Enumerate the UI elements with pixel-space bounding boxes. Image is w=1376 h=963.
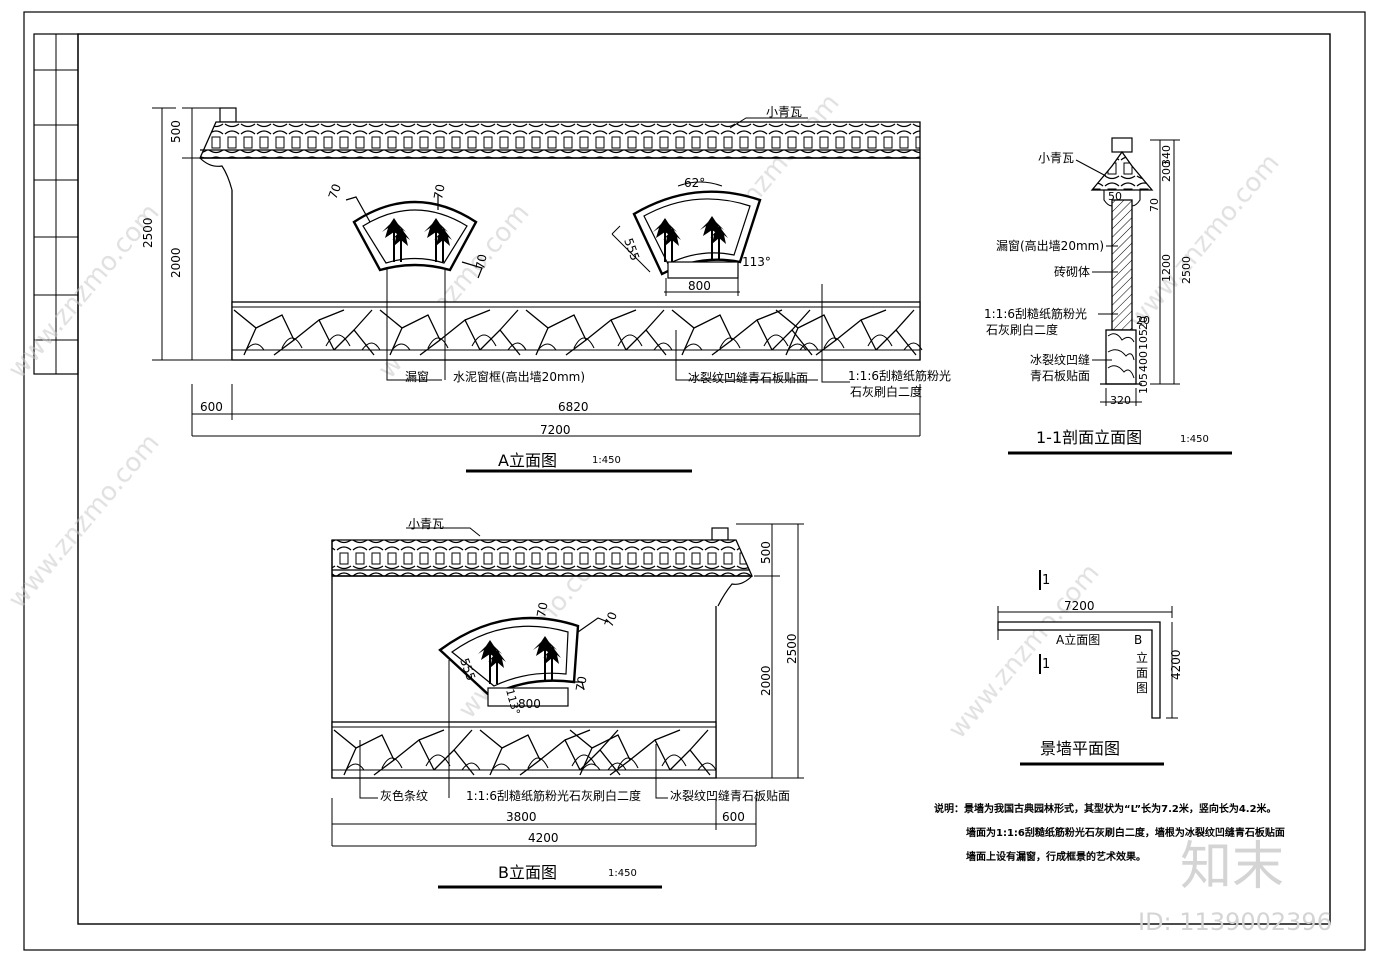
a-base-band — [231, 301, 921, 361]
plan-view: 1 1 7200 4200 A立面图 B 立 面 图 景墙平面图 — [997, 570, 1183, 766]
sec-dim-340: 340 — [1160, 145, 1173, 166]
watermark-text-5: www.znzmo.com — [2, 428, 165, 614]
b-dim-4200: 4200 — [528, 831, 559, 845]
sec-label-ice-1: 冰裂纹凹缝 — [1030, 352, 1090, 367]
sec-dim-105b: 105 — [1137, 373, 1150, 394]
b-win-dim-70b: 70 — [602, 610, 620, 629]
b-dim-3800: 3800 — [506, 810, 537, 824]
sec-dim-50: 50 — [1108, 190, 1122, 203]
a-win2-angle-62: 62° — [684, 176, 705, 190]
a-label-ice-crack: 冰裂纹凹缝青石板贴面 — [688, 370, 808, 385]
sec-label-tile: 小青瓦 — [1038, 151, 1074, 165]
sec-label-lou-chuang: 漏窗(高出墙20mm) — [996, 238, 1104, 253]
a-dim-2500: 2500 — [141, 217, 155, 248]
a-window-1 — [345, 195, 483, 279]
sec-dim-200: 200 — [1160, 161, 1173, 182]
a-win2-dim-800: 800 — [688, 279, 711, 293]
a-win1-dim-70c: 70 — [473, 253, 489, 270]
sec-dim-400: 400 — [1137, 351, 1150, 372]
sec-dim-20a: 20 — [1137, 316, 1150, 330]
plan-dim-7200: 7200 — [1064, 599, 1095, 613]
a-label-lou-chuang: 漏窗 — [405, 370, 429, 384]
inner-border — [77, 33, 1331, 925]
b-win-dim-70c: 70 — [573, 675, 589, 692]
b-label-tile: 小青瓦 — [408, 517, 444, 531]
b-window — [438, 616, 609, 707]
a-dim-600: 600 — [200, 400, 223, 414]
b-label-plaster: 1:1:6刮糙纸筋粉光石灰刷白二度 — [466, 788, 641, 803]
plan-label-a: A立面图 — [1056, 632, 1100, 647]
sec-dim-20b: 20 — [1136, 314, 1150, 327]
b-win-dim-70a: 70 — [534, 601, 550, 618]
a-win1-dim-70a: 70 — [326, 182, 344, 201]
section-brick-body — [1111, 199, 1133, 331]
sec-label-plaster-2: 石灰刷白二度 — [986, 322, 1058, 337]
notes: 说明：景墙为我国古典园林形式，其型状为“L”长为7.2米，竖向长为4.2米。 墙… — [934, 802, 1285, 863]
outer-border — [23, 11, 1366, 951]
plan-label-b-letter: B — [1134, 633, 1142, 647]
a-dim-2000: 2000 — [169, 247, 183, 278]
a-window-2 — [611, 181, 762, 296]
a-roof-tiles — [198, 121, 921, 159]
b-label-grey-stripe: 灰色条纹 — [380, 789, 428, 803]
b-scale: 1:450 — [608, 868, 637, 879]
sec-dim-1200: 1200 — [1160, 254, 1173, 282]
a-dim-7200: 7200 — [540, 423, 571, 437]
a-label-plaster-2: 石灰刷白二度 — [850, 384, 922, 399]
b-dim-600: 600 — [722, 810, 745, 824]
a-label-cement-frame: 水泥窗框(高出墙20mm) — [453, 369, 585, 384]
plan-label-b-char-3: 图 — [1136, 681, 1148, 695]
a-title: A立面图 — [498, 451, 557, 470]
section-title: 1-1剖面立面图 — [1036, 428, 1142, 447]
plan-section-mark-top: 1 — [1042, 573, 1050, 588]
sec-dim-2500: 2500 — [1180, 256, 1193, 284]
a-win2-angle-113: 113° — [742, 255, 771, 269]
plan-title: 景墙平面图 — [1040, 739, 1120, 758]
b-title: B立面图 — [498, 863, 557, 882]
b-dim-2500: 2500 — [785, 633, 799, 664]
section-scale: 1:450 — [1180, 434, 1209, 445]
elevation-b: 555 70 70 70 113° 800 500 2000 2500 3800… — [331, 517, 804, 889]
sec-label-plaster-1: 1:1:6刮糙纸筋粉光 — [984, 306, 1087, 321]
plan-section-mark-bottom: 1 — [1042, 657, 1050, 672]
sec-dim-320: 320 — [1110, 394, 1131, 407]
b-dim-2000: 2000 — [759, 665, 773, 696]
notes-line-3: 墙面上设有漏窗，行成框景的艺术效果。 — [966, 850, 1146, 863]
b-label-ice-crack: 冰裂纹凹缝青石板贴面 — [670, 788, 790, 803]
elevation-a: 500 2500 2000 600 6820 7200 70 70 70 62°… — [141, 105, 951, 473]
a-dim-6820: 6820 — [558, 400, 589, 414]
title-block-strip — [33, 33, 79, 375]
watermark-text-4: www.znzmo.com — [1122, 148, 1285, 334]
plan-label-b-char-2: 面 — [1136, 666, 1148, 680]
b-win-dim-800: 800 — [518, 697, 541, 711]
sec-label-ice-2: 青石板贴面 — [1030, 369, 1090, 383]
a-label-plaster-1: 1:1:6刮糙纸筋粉光 — [848, 368, 951, 383]
sec-dim-105a: 105 — [1137, 329, 1150, 350]
notes-line-2: 墙面为1:1:6刮糙纸筋粉光石灰刷白二度，墙根为冰裂纹凹缝青石板贴面 — [966, 826, 1285, 839]
watermark-brand: 知末 — [1180, 837, 1284, 897]
watermark-id: ID: 1139002396 — [1138, 908, 1332, 936]
plan-wall-outline — [997, 621, 1161, 719]
b-dim-500: 500 — [759, 541, 773, 564]
b-base-band — [331, 721, 717, 779]
a-scale: 1:450 — [592, 455, 621, 466]
a-label-tile: 小青瓦 — [766, 105, 802, 119]
sec-label-brick: 砖砌体 — [1054, 264, 1090, 279]
plan-dim-4200: 4200 — [1169, 649, 1183, 680]
a-dim-500: 500 — [169, 120, 183, 143]
section-1-1: 340 200 70 50 1200 2500 20 20 400 105 10… — [984, 137, 1232, 455]
a-win1-dim-70b: 70 — [431, 183, 447, 200]
plan-label-b-char-1: 立 — [1136, 650, 1148, 665]
watermark-text-7: www.znzmo.com — [942, 558, 1105, 744]
notes-line-1: 说明：景墙为我国古典园林形式，其型状为“L”长为7.2米，竖向长为4.2米。 — [934, 802, 1277, 815]
a-win2-dim-555: 555 — [621, 236, 642, 262]
sec-dim-70: 70 — [1148, 198, 1161, 212]
